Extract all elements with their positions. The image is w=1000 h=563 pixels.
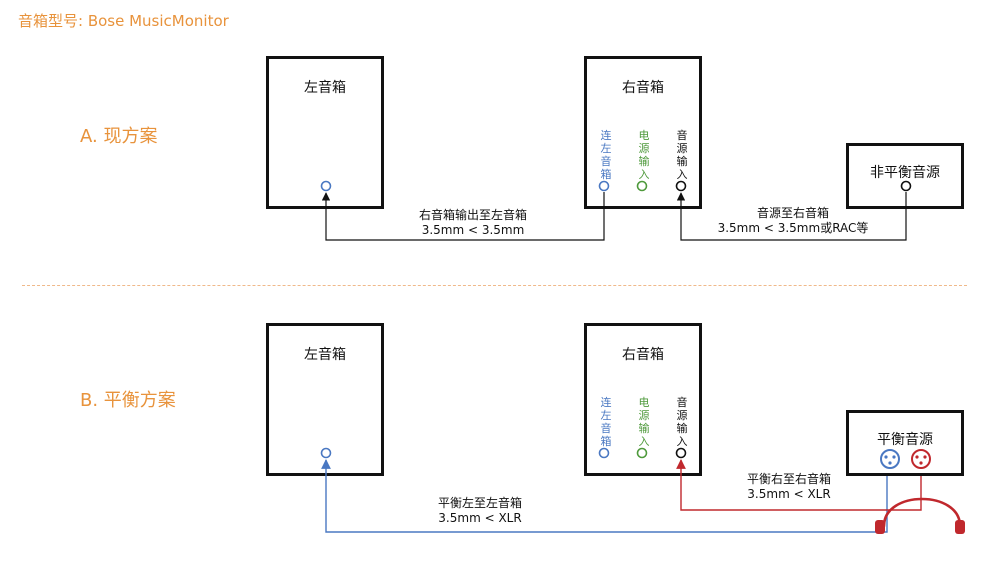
cable-a2-caption: 音源至右音箱 3.5mm < 3.5mm或RAC等 <box>698 206 888 236</box>
cable-b1-title: 平衡左至左音箱 <box>437 496 522 510</box>
cable-b1-caption: 平衡左至左音箱 3.5mm < XLR <box>400 496 560 526</box>
right-speaker-label: 右音箱 <box>622 347 664 363</box>
unbalanced-source-label: 非平衡音源 <box>870 165 940 181</box>
link-port <box>598 180 610 192</box>
port-input-label: 音源输入 <box>676 396 688 448</box>
cable-b2-spec: 3.5mm < XLR <box>747 487 831 501</box>
xlr-left-connector-icon <box>880 449 900 469</box>
left-speaker-label: 左音箱 <box>304 80 346 96</box>
audio-input-port <box>675 447 687 459</box>
section-divider <box>22 285 967 286</box>
audio-input-port <box>675 180 687 192</box>
port-input-label: 音源输入 <box>676 129 688 181</box>
link-port <box>598 447 610 459</box>
cable-b2-caption: 平衡右至右音箱 3.5mm < XLR <box>714 472 864 502</box>
source-output-port <box>900 180 912 192</box>
cable-a1-caption: 右音箱输出至左音箱 3.5mm < 3.5mm <box>388 208 558 238</box>
cable-a2-title: 音源至右音箱 <box>756 206 829 220</box>
port-link-label: 连左音箱 <box>600 129 612 181</box>
headphones-icon <box>875 497 965 534</box>
left-input-port <box>320 180 332 192</box>
page-title: 音箱型号: Bose MusicMonitor <box>18 12 229 30</box>
section-b-title: B. 平衡方案 <box>80 390 176 411</box>
port-link-label: 连左音箱 <box>600 396 612 448</box>
cable-a1-title: 右音箱输出至左音箱 <box>418 208 527 222</box>
cable-a1-spec: 3.5mm < 3.5mm <box>421 223 525 237</box>
port-power-label: 电源输入 <box>638 396 650 448</box>
right-speaker-label: 右音箱 <box>622 80 664 96</box>
cable-b2-wire <box>676 459 922 511</box>
power-port <box>636 447 648 459</box>
left-speaker-label: 左音箱 <box>304 347 346 363</box>
cable-b1-spec: 3.5mm < XLR <box>438 511 522 525</box>
cable-b2-title: 平衡右至右音箱 <box>746 472 831 486</box>
section-b-balanced-source: 平衡音源 <box>846 410 964 476</box>
section-a-unbalanced-source: 非平衡音源 <box>846 143 964 209</box>
cable-b1-wire <box>321 459 888 533</box>
cable-a1-wire <box>321 192 605 241</box>
xlr-right-connector-icon <box>911 449 931 469</box>
port-power-label: 电源输入 <box>638 129 650 181</box>
left-input-port <box>320 447 332 459</box>
cable-a2-spec: 3.5mm < 3.5mm或RAC等 <box>717 221 869 235</box>
balanced-source-label: 平衡音源 <box>877 432 933 448</box>
section-a-title: A. 现方案 <box>80 126 158 147</box>
power-port <box>636 180 648 192</box>
cable-a2-wire <box>676 192 907 241</box>
